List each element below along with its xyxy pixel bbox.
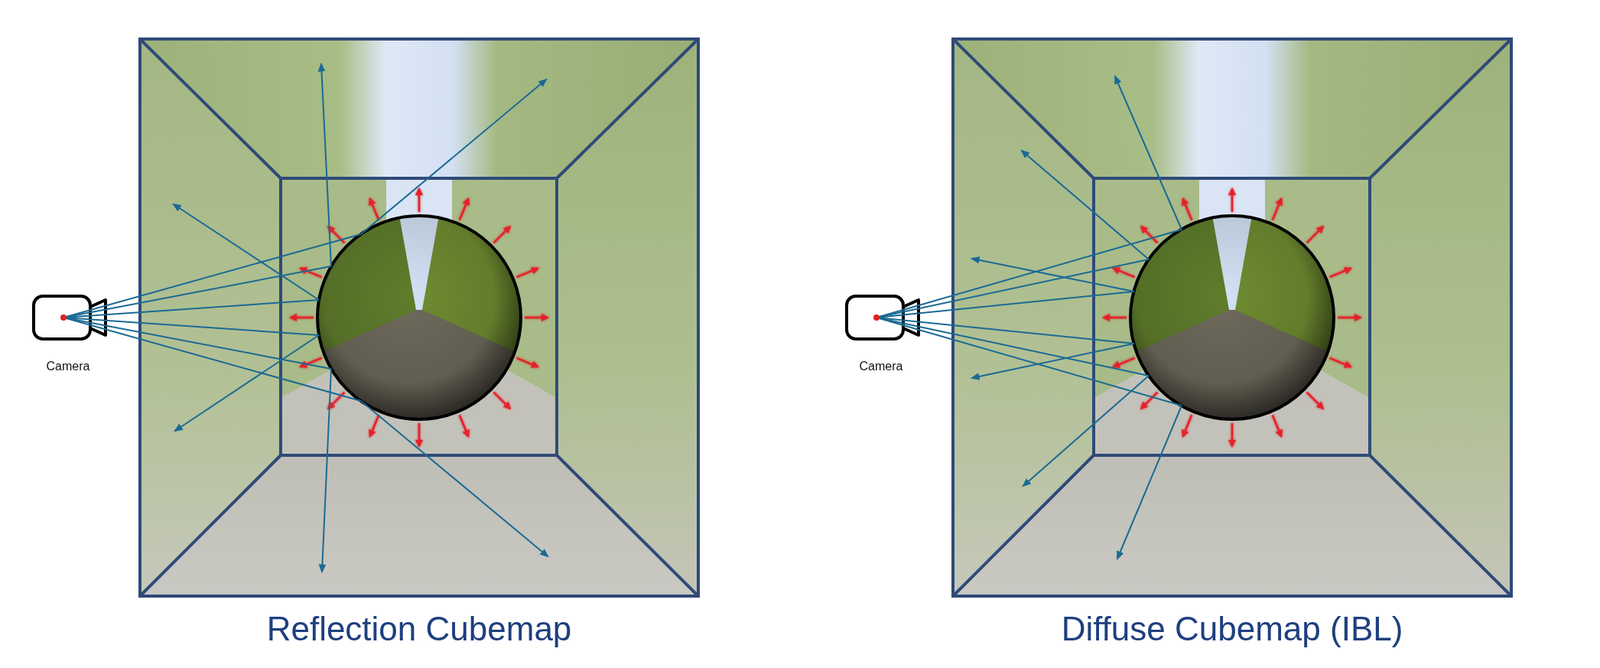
panel-title: Reflection Cubemap [94, 608, 745, 649]
cubemap-panel: Reflection Cubemap [139, 39, 699, 596]
camera-label: Camera [832, 359, 930, 374]
reflection-panel-art [33, 39, 699, 596]
reflection-rays [63, 64, 548, 572]
camera-origin [873, 314, 880, 321]
panel-title: Diffuse Cubemap (IBL) [907, 608, 1558, 649]
camera-origin [60, 314, 67, 321]
camera-node: Camera [19, 292, 117, 374]
diffuse-panel-art [846, 39, 1512, 596]
camera-label: Camera [19, 359, 117, 374]
cubemap-panel: Diffuse Cubemap (IBL) [952, 39, 1512, 596]
camera-node: Camera [832, 292, 930, 374]
diffuse-rays [876, 76, 1182, 559]
